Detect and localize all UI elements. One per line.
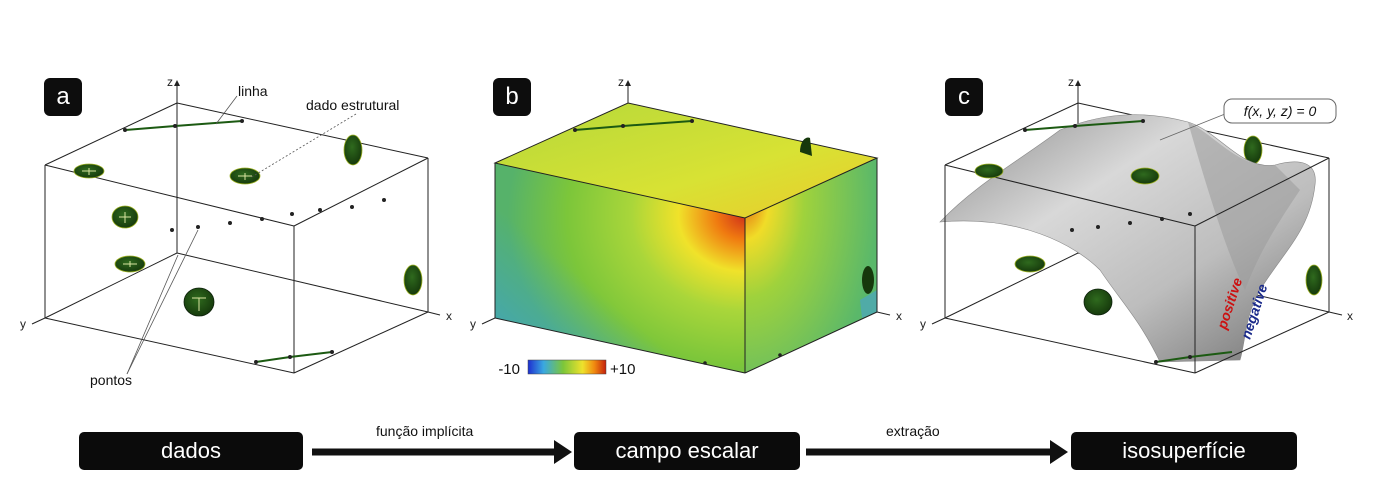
arrow-label-implicit-function: função implícita <box>376 423 474 439</box>
label-structural-data: dado estrutural <box>306 97 399 113</box>
colorbar-max-label: +10 <box>610 361 635 378</box>
axis-x-a: x <box>446 309 452 323</box>
axis-z-a: z <box>167 75 173 89</box>
arrow-label-extraction: extração <box>886 423 940 439</box>
axis-z-c: z <box>1068 75 1074 89</box>
label-line: linha <box>238 83 268 99</box>
axis-y-b: y <box>470 317 476 331</box>
stage-scalar-field: campo escalar <box>574 432 800 470</box>
panel-b-diagram: z x y -10 +10 <box>470 75 902 378</box>
colorbar <box>527 359 607 375</box>
workflow-arrows <box>312 440 1068 464</box>
structural-data-discs <box>73 134 423 317</box>
axis-y-c: y <box>920 317 926 331</box>
panel-b-badge: b <box>493 78 531 116</box>
point-data <box>170 198 386 232</box>
panel-c-diagram: f(x, y, z) = 0 positive negative z x y <box>920 75 1353 374</box>
axis-x-c: x <box>1347 309 1353 323</box>
equation-label: f(x, y, z) = 0 <box>1244 103 1317 119</box>
panel-c-badge: c <box>945 78 983 116</box>
panel-a-diagram: linha dado estrutural pontos z x y <box>20 75 452 388</box>
equation-box <box>1223 98 1337 124</box>
stage-isosurface: isosuperfície <box>1071 432 1297 470</box>
colorbar-min-label: -10 <box>498 361 520 378</box>
axis-y-a: y <box>20 317 26 331</box>
axis-z-b: z <box>618 75 624 89</box>
stage-data: dados <box>79 432 303 470</box>
label-points: pontos <box>90 372 132 388</box>
panel-a-badge: a <box>44 78 82 116</box>
axis-x-b: x <box>896 309 902 323</box>
